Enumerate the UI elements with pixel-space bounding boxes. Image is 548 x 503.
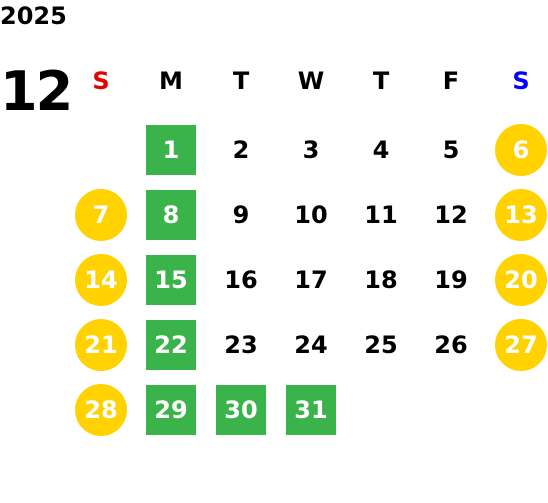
day-cell[interactable]: 20 bbox=[495, 254, 547, 306]
month-number: 12 bbox=[0, 60, 73, 123]
day-cell[interactable]: 16 bbox=[224, 266, 258, 294]
weekday-header: S bbox=[92, 67, 110, 95]
day-cell[interactable]: 17 bbox=[294, 266, 328, 294]
day-cell[interactable]: 7 bbox=[75, 189, 127, 241]
day-cell[interactable]: 18 bbox=[364, 266, 398, 294]
day-cell[interactable]: 22 bbox=[146, 320, 196, 370]
day-cell[interactable]: 8 bbox=[146, 190, 196, 240]
day-cell[interactable]: 11 bbox=[364, 201, 398, 229]
day-cell[interactable]: 15 bbox=[146, 255, 196, 305]
weekday-header: F bbox=[442, 67, 460, 95]
day-cell[interactable]: 13 bbox=[495, 189, 547, 241]
day-cell[interactable]: 4 bbox=[372, 136, 390, 164]
day-cell[interactable]: 12 bbox=[434, 201, 468, 229]
weekday-header: W bbox=[297, 67, 325, 95]
day-cell[interactable]: 25 bbox=[364, 331, 398, 359]
day-cell[interactable]: 27 bbox=[495, 319, 547, 371]
day-cell[interactable]: 3 bbox=[302, 136, 320, 164]
day-cell[interactable]: 28 bbox=[75, 384, 127, 436]
weekday-header: S bbox=[512, 67, 530, 95]
day-cell[interactable]: 21 bbox=[75, 319, 127, 371]
weekday-header: T bbox=[232, 67, 250, 95]
day-cell[interactable]: 23 bbox=[224, 331, 258, 359]
day-cell[interactable]: 31 bbox=[286, 385, 336, 435]
day-cell[interactable]: 9 bbox=[232, 201, 250, 229]
day-cell[interactable]: 5 bbox=[442, 136, 460, 164]
day-cell[interactable]: 19 bbox=[434, 266, 468, 294]
day-cell[interactable]: 24 bbox=[294, 331, 328, 359]
day-cell[interactable]: 10 bbox=[294, 201, 328, 229]
weekday-header: T bbox=[372, 67, 390, 95]
day-cell[interactable]: 29 bbox=[146, 385, 196, 435]
day-cell[interactable]: 6 bbox=[495, 124, 547, 176]
day-cell[interactable]: 14 bbox=[75, 254, 127, 306]
day-cell[interactable]: 30 bbox=[216, 385, 266, 435]
day-cell[interactable]: 26 bbox=[434, 331, 468, 359]
day-cell[interactable]: 1 bbox=[146, 125, 196, 175]
weekday-header: M bbox=[159, 67, 183, 95]
day-cell[interactable]: 2 bbox=[232, 136, 250, 164]
year-label: 2025 bbox=[0, 2, 67, 30]
